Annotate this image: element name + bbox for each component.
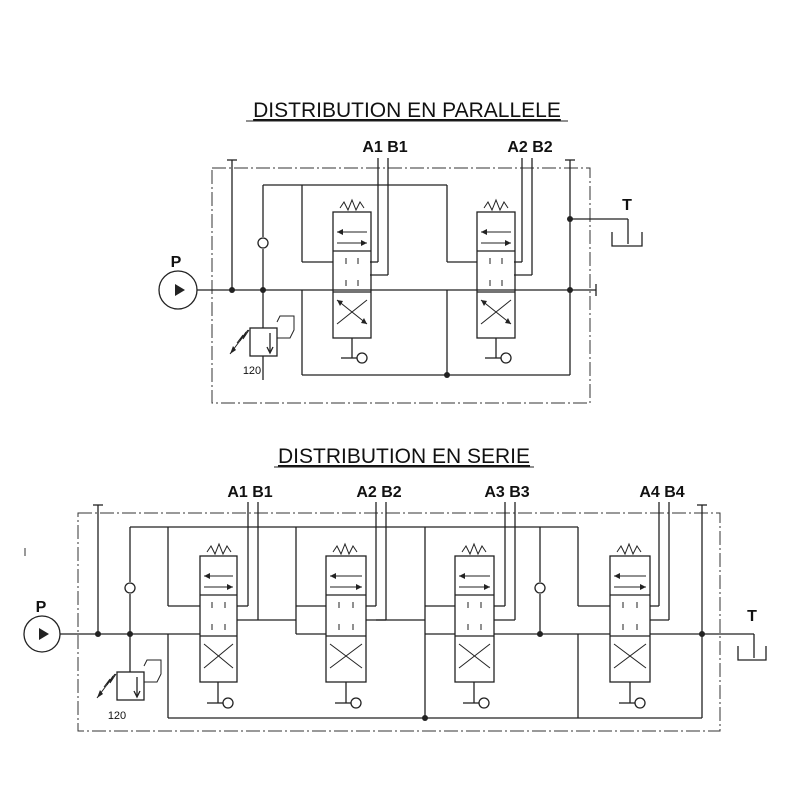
parallel-valve-section-1: A1 B1	[332, 139, 408, 364]
series-valve-section-4: A4 B4	[609, 484, 685, 709]
series-pump	[23, 615, 61, 653]
parallel-port-label-1: A1 B1	[362, 139, 407, 156]
series-relief-setting: 120	[108, 710, 126, 722]
series-port-label-3: A3 B3	[484, 484, 529, 501]
series-valve-section-2: A2 B2	[325, 484, 402, 709]
parallel-valve-section-2: A2 B2	[476, 139, 553, 364]
series-tank	[737, 646, 767, 661]
series-enclosure	[77, 512, 721, 732]
series-diagram: DISTRIBUTION EN SERIE P	[23, 445, 767, 732]
parallel-pump	[158, 270, 198, 310]
series-port-label-2: A2 B2	[356, 484, 401, 501]
parallel-pump-label: P	[171, 254, 182, 271]
series-pump-label: P	[36, 599, 47, 616]
series-check-valve-1	[124, 582, 136, 594]
series-relief-valve	[96, 634, 162, 701]
parallel-enclosure	[211, 167, 591, 404]
parallel-relief-valve	[229, 290, 295, 380]
parallel-check-valve	[257, 237, 269, 249]
series-port-label-1: A1 B1	[227, 484, 272, 501]
series-check-valve-2	[534, 582, 546, 594]
parallel-port-label-2: A2 B2	[507, 139, 552, 156]
series-tank-label: T	[747, 608, 757, 625]
parallel-tank	[611, 232, 643, 247]
series-title: DISTRIBUTION EN SERIE	[278, 445, 530, 468]
parallel-tank-label: T	[622, 197, 632, 214]
series-valve-section-3: A3 B3	[454, 484, 530, 709]
parallel-title: DISTRIBUTION EN PARALLELE	[253, 99, 561, 122]
parallel-relief-setting: 120	[243, 365, 261, 377]
series-valve-section-1: A1 B1	[199, 484, 273, 709]
parallel-diagram: DISTRIBUTION EN PARALLELE P	[158, 99, 643, 404]
series-port-label-4: A4 B4	[639, 484, 684, 501]
